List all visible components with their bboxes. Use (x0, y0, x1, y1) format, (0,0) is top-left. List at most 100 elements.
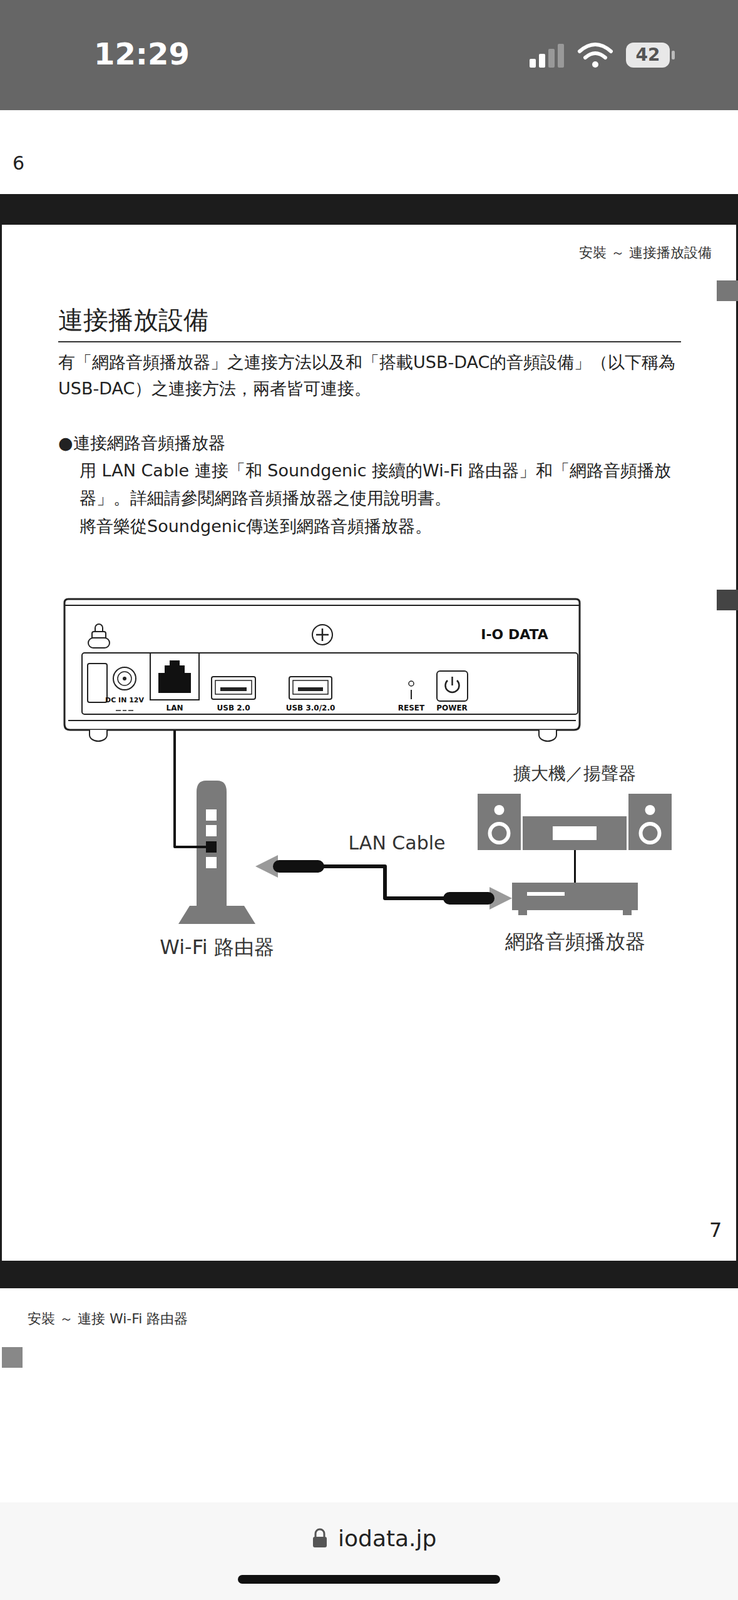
shape-circle (408, 681, 414, 687)
port-label: RESET (398, 703, 425, 713)
cable-plug (449, 891, 489, 905)
page-edge (736, 224, 738, 1261)
shape-rect (527, 891, 565, 896)
shape-rect (557, 43, 564, 68)
shape-line (64, 604, 580, 606)
shape-circle (490, 823, 509, 843)
brand-logo: I-O DATA (480, 625, 549, 644)
shape-rect (436, 671, 468, 702)
shape-path (315, 1529, 325, 1537)
player-node: 網路音頻播放器 (512, 882, 638, 916)
shape-rect (512, 882, 638, 911)
shape-rect (552, 826, 597, 841)
shape-rect (628, 793, 672, 851)
port-label: POWER (436, 703, 468, 713)
shape-circle (113, 667, 136, 690)
page-number: 7 (709, 1217, 722, 1243)
shape-rect (548, 48, 555, 68)
shape-path (89, 729, 557, 742)
shape-rect (622, 910, 632, 916)
shape-rect (205, 856, 217, 869)
shape-rect (625, 42, 670, 68)
connector (574, 850, 576, 883)
shape-rect (312, 1536, 327, 1548)
port-label: USB 2.0 (217, 703, 251, 713)
shape-circle (645, 804, 656, 815)
shape-circle (122, 676, 127, 681)
page-tab (716, 280, 738, 302)
node-label: 擴大機／揚聲器 (513, 760, 636, 787)
node-illustration (512, 882, 638, 916)
node-label: 網路音頻播放器 (505, 928, 646, 955)
title-rule (58, 341, 682, 343)
shape-line (410, 689, 412, 700)
router-node: Wi-Fi 路由器 (178, 780, 256, 924)
shape-rect (211, 676, 256, 700)
page-tab (1, 1347, 23, 1368)
shape-rect (87, 663, 108, 703)
clock: 12:29 (93, 37, 190, 71)
shape-path (115, 709, 134, 712)
shape-rect (205, 809, 217, 821)
shape-rect (671, 50, 675, 60)
body-paragraph: 用 LAN Cable 連接「和 Soundgenic 接續的Wi-Fi 路由器… (79, 456, 685, 513)
body-paragraph: 將音樂從Soundgenic傳送到網路音頻播放器。 (79, 512, 685, 541)
page-divider (0, 1260, 738, 1289)
shape-rect (82, 652, 578, 715)
cable-plug (279, 860, 318, 873)
shape-rect (477, 793, 521, 851)
shape-rect (289, 676, 332, 700)
shape-rect (88, 637, 110, 648)
page-number: 6 (12, 152, 25, 175)
node-illustration (178, 780, 256, 924)
shape-circle (312, 624, 333, 645)
shape-rect (220, 687, 247, 692)
page-edge (0, 224, 2, 1261)
running-header: 安裝 ～ 連接播放設備 (400, 244, 712, 262)
shape-path (585, 53, 606, 58)
port-label: DC IN 12V (105, 696, 144, 705)
connector (174, 729, 179, 847)
shape-path (316, 628, 329, 641)
bullet-heading: ●連接網路音頻播放器 (58, 430, 226, 457)
battery-level: 42 (625, 42, 670, 68)
page-title: 連接播放設備 (58, 304, 209, 336)
shape-rect (150, 652, 200, 700)
shape-circle (592, 61, 599, 68)
shape-path (158, 660, 191, 693)
url-text: iodata.jp (338, 1524, 437, 1553)
amp-speaker-node: 擴大機／揚聲器 (477, 760, 672, 851)
shape-rect (529, 58, 536, 68)
port-label: USB 3.0/2.0 (286, 703, 336, 713)
shape-rect (522, 816, 627, 851)
shape-rect (538, 53, 546, 68)
shape-line (178, 845, 211, 849)
shape-path (178, 905, 256, 924)
shape-rect (215, 680, 252, 695)
connector (255, 855, 513, 910)
cable-line (315, 866, 452, 899)
home-indicator (237, 1574, 501, 1584)
shape-line (68, 719, 576, 722)
shape-circle (117, 671, 132, 686)
shape-line (451, 676, 454, 686)
page-tab (716, 589, 738, 611)
lock-icon (310, 1527, 330, 1550)
shape-path (579, 44, 611, 52)
page-divider (0, 194, 738, 225)
edge-label: LAN Cable (345, 831, 448, 856)
shape-circle (640, 823, 660, 843)
shape-rect (518, 910, 528, 916)
intro-paragraph: 有「網路音頻播放器」之連接方法以及和「搭載USB-DAC的音頻設備」（以下稱為U… (58, 349, 685, 402)
shape-path (64, 599, 580, 730)
node-label: Wi-Fi 路由器 (159, 933, 275, 961)
shape-rect (297, 687, 323, 692)
cable-line (174, 729, 179, 847)
running-header: 安裝 ～ 連接 Wi-Fi 路由器 (27, 1310, 188, 1328)
shape-path (95, 624, 103, 632)
port-label: LAN (166, 703, 184, 713)
shape-rect (205, 825, 217, 837)
shape-circle (494, 804, 505, 815)
